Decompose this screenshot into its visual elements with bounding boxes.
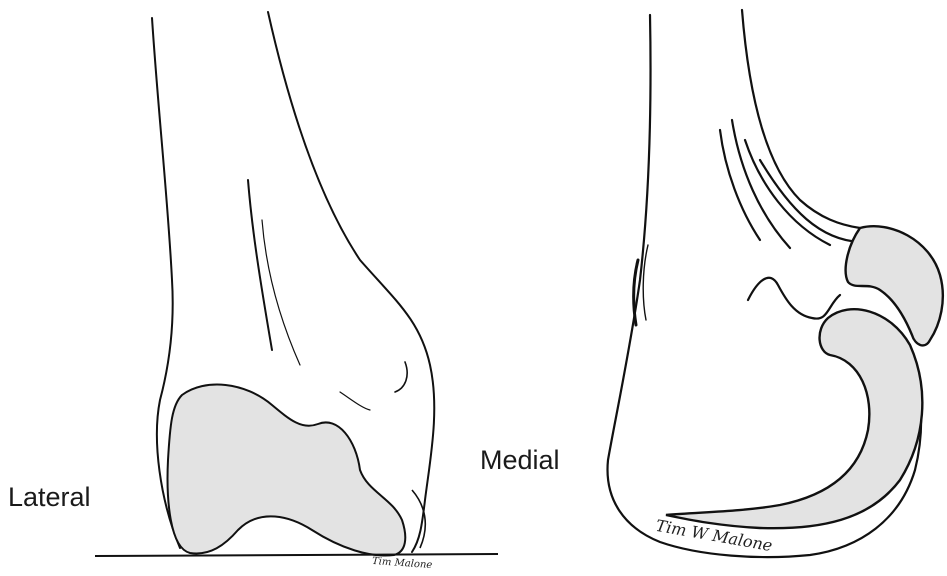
shaft-line-2 xyxy=(732,120,790,248)
shaft-line-3 xyxy=(745,140,830,245)
intercondylar-line xyxy=(748,278,840,319)
femur-ridge-line-4 xyxy=(340,392,370,410)
femur-anterior-edge xyxy=(742,10,860,228)
condyle-cartilage-arc xyxy=(666,309,922,528)
posterior-notch-mark-2 xyxy=(643,245,648,320)
lateral-label: Lateral xyxy=(8,482,91,513)
femur-ridge-line-2 xyxy=(262,220,300,365)
ground-line xyxy=(95,554,498,556)
femur-ridge-line-3 xyxy=(395,362,407,392)
medial-label: Medial xyxy=(480,445,560,476)
shaft-line-1 xyxy=(720,130,760,240)
